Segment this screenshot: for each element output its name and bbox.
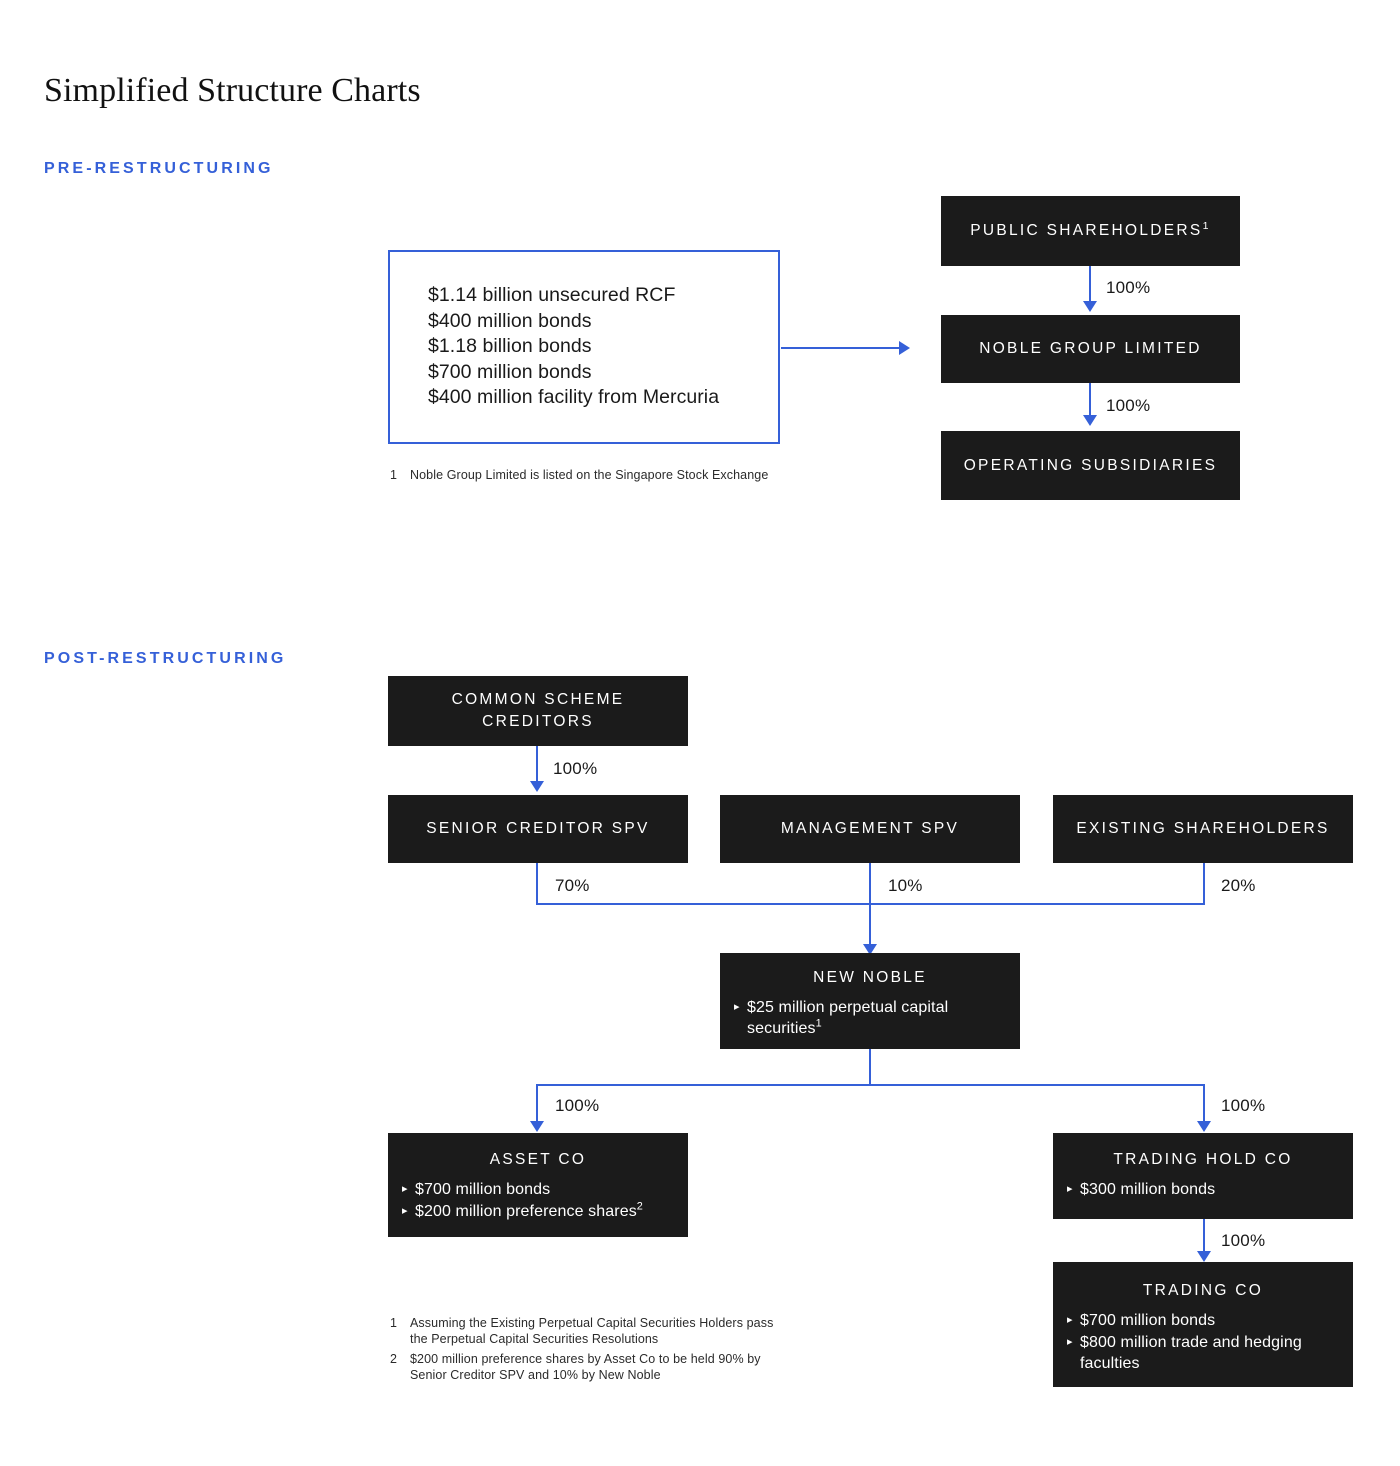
connector-bus-to-newnoble-line [869,903,871,949]
node-public-shareholders[interactable]: PUBLIC SHAREHOLDERS1 [941,196,1240,266]
edge-label-shareholders-to-noble: 100% [1106,278,1151,297]
edge-label-creditors-to-seniorspv: 100% [553,759,598,778]
list-item: $200 million preference shares2 [402,1201,678,1222]
footnote-post-2: 2 $200 million preference shares by Asse… [390,1351,770,1383]
connector-newnoble-to-assetco-arrowhead [530,1121,544,1132]
list-item: $700 million bonds [402,1179,678,1200]
edge-label-management-to-newnoble: 10% [888,876,923,895]
node-title: NEW NOBLE [813,969,927,986]
connector-bus-to-newnoble-arrowhead [863,944,877,955]
debt-instruments-box: $1.14 billion unsecured RCF $400 million… [388,250,780,444]
connector-newnoble-stem [869,1049,871,1086]
footnote-pre-1: 1 Noble Group Limited is listed on the S… [390,467,810,483]
footnote-text: Assuming the Existing Perpetual Capital … [410,1316,774,1346]
edge-label-noble-to-opsubs: 100% [1106,396,1151,415]
node-title: ASSET CO [489,1151,587,1168]
connector-managementspv-stem [869,863,871,905]
node-title: NOBLE GROUP LIMITED [979,340,1202,357]
node-operating-subsidiaries[interactable]: OPERATING SUBSIDIARIES [941,431,1240,500]
connector-newnoble-bus [536,1084,1205,1086]
connector-debtbox-to-noble-line [781,347,899,349]
footnote-post-1: 1 Assuming the Existing Perpetual Capita… [390,1315,780,1347]
node-title: OPERATING SUBSIDIARIES [963,456,1218,474]
footnote-number: 2 [390,1352,398,1366]
connector-noble-to-opsubs-line [1089,383,1091,415]
debt-item: $400 million facility from Mercuria [428,386,720,409]
connector-debtbox-to-noble-arrowhead [899,341,910,355]
connector-seniorspv-stem [536,863,538,905]
list-item: $800 million trade and hedging faculties [1067,1332,1343,1374]
node-detail-list: $700 million bonds $800 million trade an… [1053,1310,1353,1375]
debt-item: $1.18 billion bonds [428,335,592,358]
node-existing-shareholders[interactable]: EXISTING SHAREHOLDERS [1053,795,1353,863]
list-item: $700 million bonds [1067,1310,1343,1331]
connector-shareholders-to-noble-line [1089,266,1091,301]
node-title: COMMON SCHEME CREDITORS [451,691,625,730]
node-detail-list: $700 million bonds $200 million preferen… [388,1179,688,1223]
connector-creditors-to-seniorspv-arrowhead [530,781,544,792]
footnote-number: 1 [390,468,398,482]
debt-item: $700 million bonds [428,360,592,383]
connector-noble-to-opsubs-arrowhead [1083,415,1097,426]
node-trading-hold-co[interactable]: TRADING HOLD CO $300 million bonds [1053,1133,1353,1219]
node-new-noble[interactable]: NEW NOBLE $25 million perpetual capital … [720,953,1020,1049]
page-title: Simplified Structure Charts [44,72,421,109]
node-trading-co[interactable]: TRADING CO $700 million bonds $800 milli… [1053,1262,1353,1387]
node-title: MANAGEMENT SPV [780,820,960,837]
node-asset-co[interactable]: ASSET CO $700 million bonds $200 million… [388,1133,688,1237]
edge-label-existing-to-newnoble: 20% [1221,876,1256,895]
connector-creditors-to-seniorspv-line [536,746,538,781]
node-detail-list: $25 million perpetual capital securities… [720,997,1020,1040]
footnote-text: Noble Group Limited is listed on the Sin… [410,468,769,482]
edge-label-senior-to-newnoble: 70% [555,876,590,895]
connector-existingshareholders-stem [1203,863,1205,905]
node-detail-list: $300 million bonds [1053,1179,1353,1201]
connector-newnoble-to-tradinghold-arrowhead [1197,1121,1211,1132]
node-title: SENIOR CREDITOR SPV [426,820,650,837]
edge-label-newnoble-to-tradinghold: 100% [1221,1096,1266,1115]
node-common-scheme-creditors[interactable]: COMMON SCHEME CREDITORS [388,676,688,746]
node-title: TRADING CO [1142,1282,1264,1299]
footnote-text: $200 million preference shares by Asset … [410,1352,761,1382]
connector-newnoble-to-tradinghold-line [1203,1084,1205,1124]
debt-instruments-list: $1.14 billion unsecured RCF $400 million… [390,283,719,411]
node-title: PUBLIC SHAREHOLDERS1 [970,219,1211,239]
node-noble-group-limited[interactable]: NOBLE GROUP LIMITED [941,315,1240,383]
node-senior-creditor-spv[interactable]: SENIOR CREDITOR SPV [388,795,688,863]
connector-newnoble-to-assetco-line [536,1084,538,1124]
edge-label-newnoble-to-assetco: 100% [555,1096,600,1115]
node-title: TRADING HOLD CO [1113,1151,1293,1168]
list-item: $300 million bonds [1067,1179,1343,1200]
connector-tradinghold-to-tradingco-line [1203,1219,1205,1253]
footnote-number: 1 [390,1316,398,1330]
node-management-spv[interactable]: MANAGEMENT SPV [720,795,1020,863]
edge-label-tradinghold-to-tradingco: 100% [1221,1231,1266,1250]
connector-tradinghold-to-tradingco-arrowhead [1197,1251,1211,1262]
footnote-marker: 1 [815,1017,822,1030]
section-label-post-restructuring: POST-RESTRUCTURING [44,650,287,667]
node-title: EXISTING SHAREHOLDERS [1076,820,1330,837]
connector-shareholders-to-noble-arrowhead [1083,301,1097,312]
section-label-pre-restructuring: PRE-RESTRUCTURING [44,160,274,177]
debt-item: $400 million bonds [428,309,592,332]
footnote-marker: 1 [1202,219,1211,232]
list-item: $25 million perpetual capital securities… [734,997,1010,1039]
footnote-marker: 2 [636,1200,643,1213]
debt-item: $1.14 billion unsecured RCF [428,284,676,307]
